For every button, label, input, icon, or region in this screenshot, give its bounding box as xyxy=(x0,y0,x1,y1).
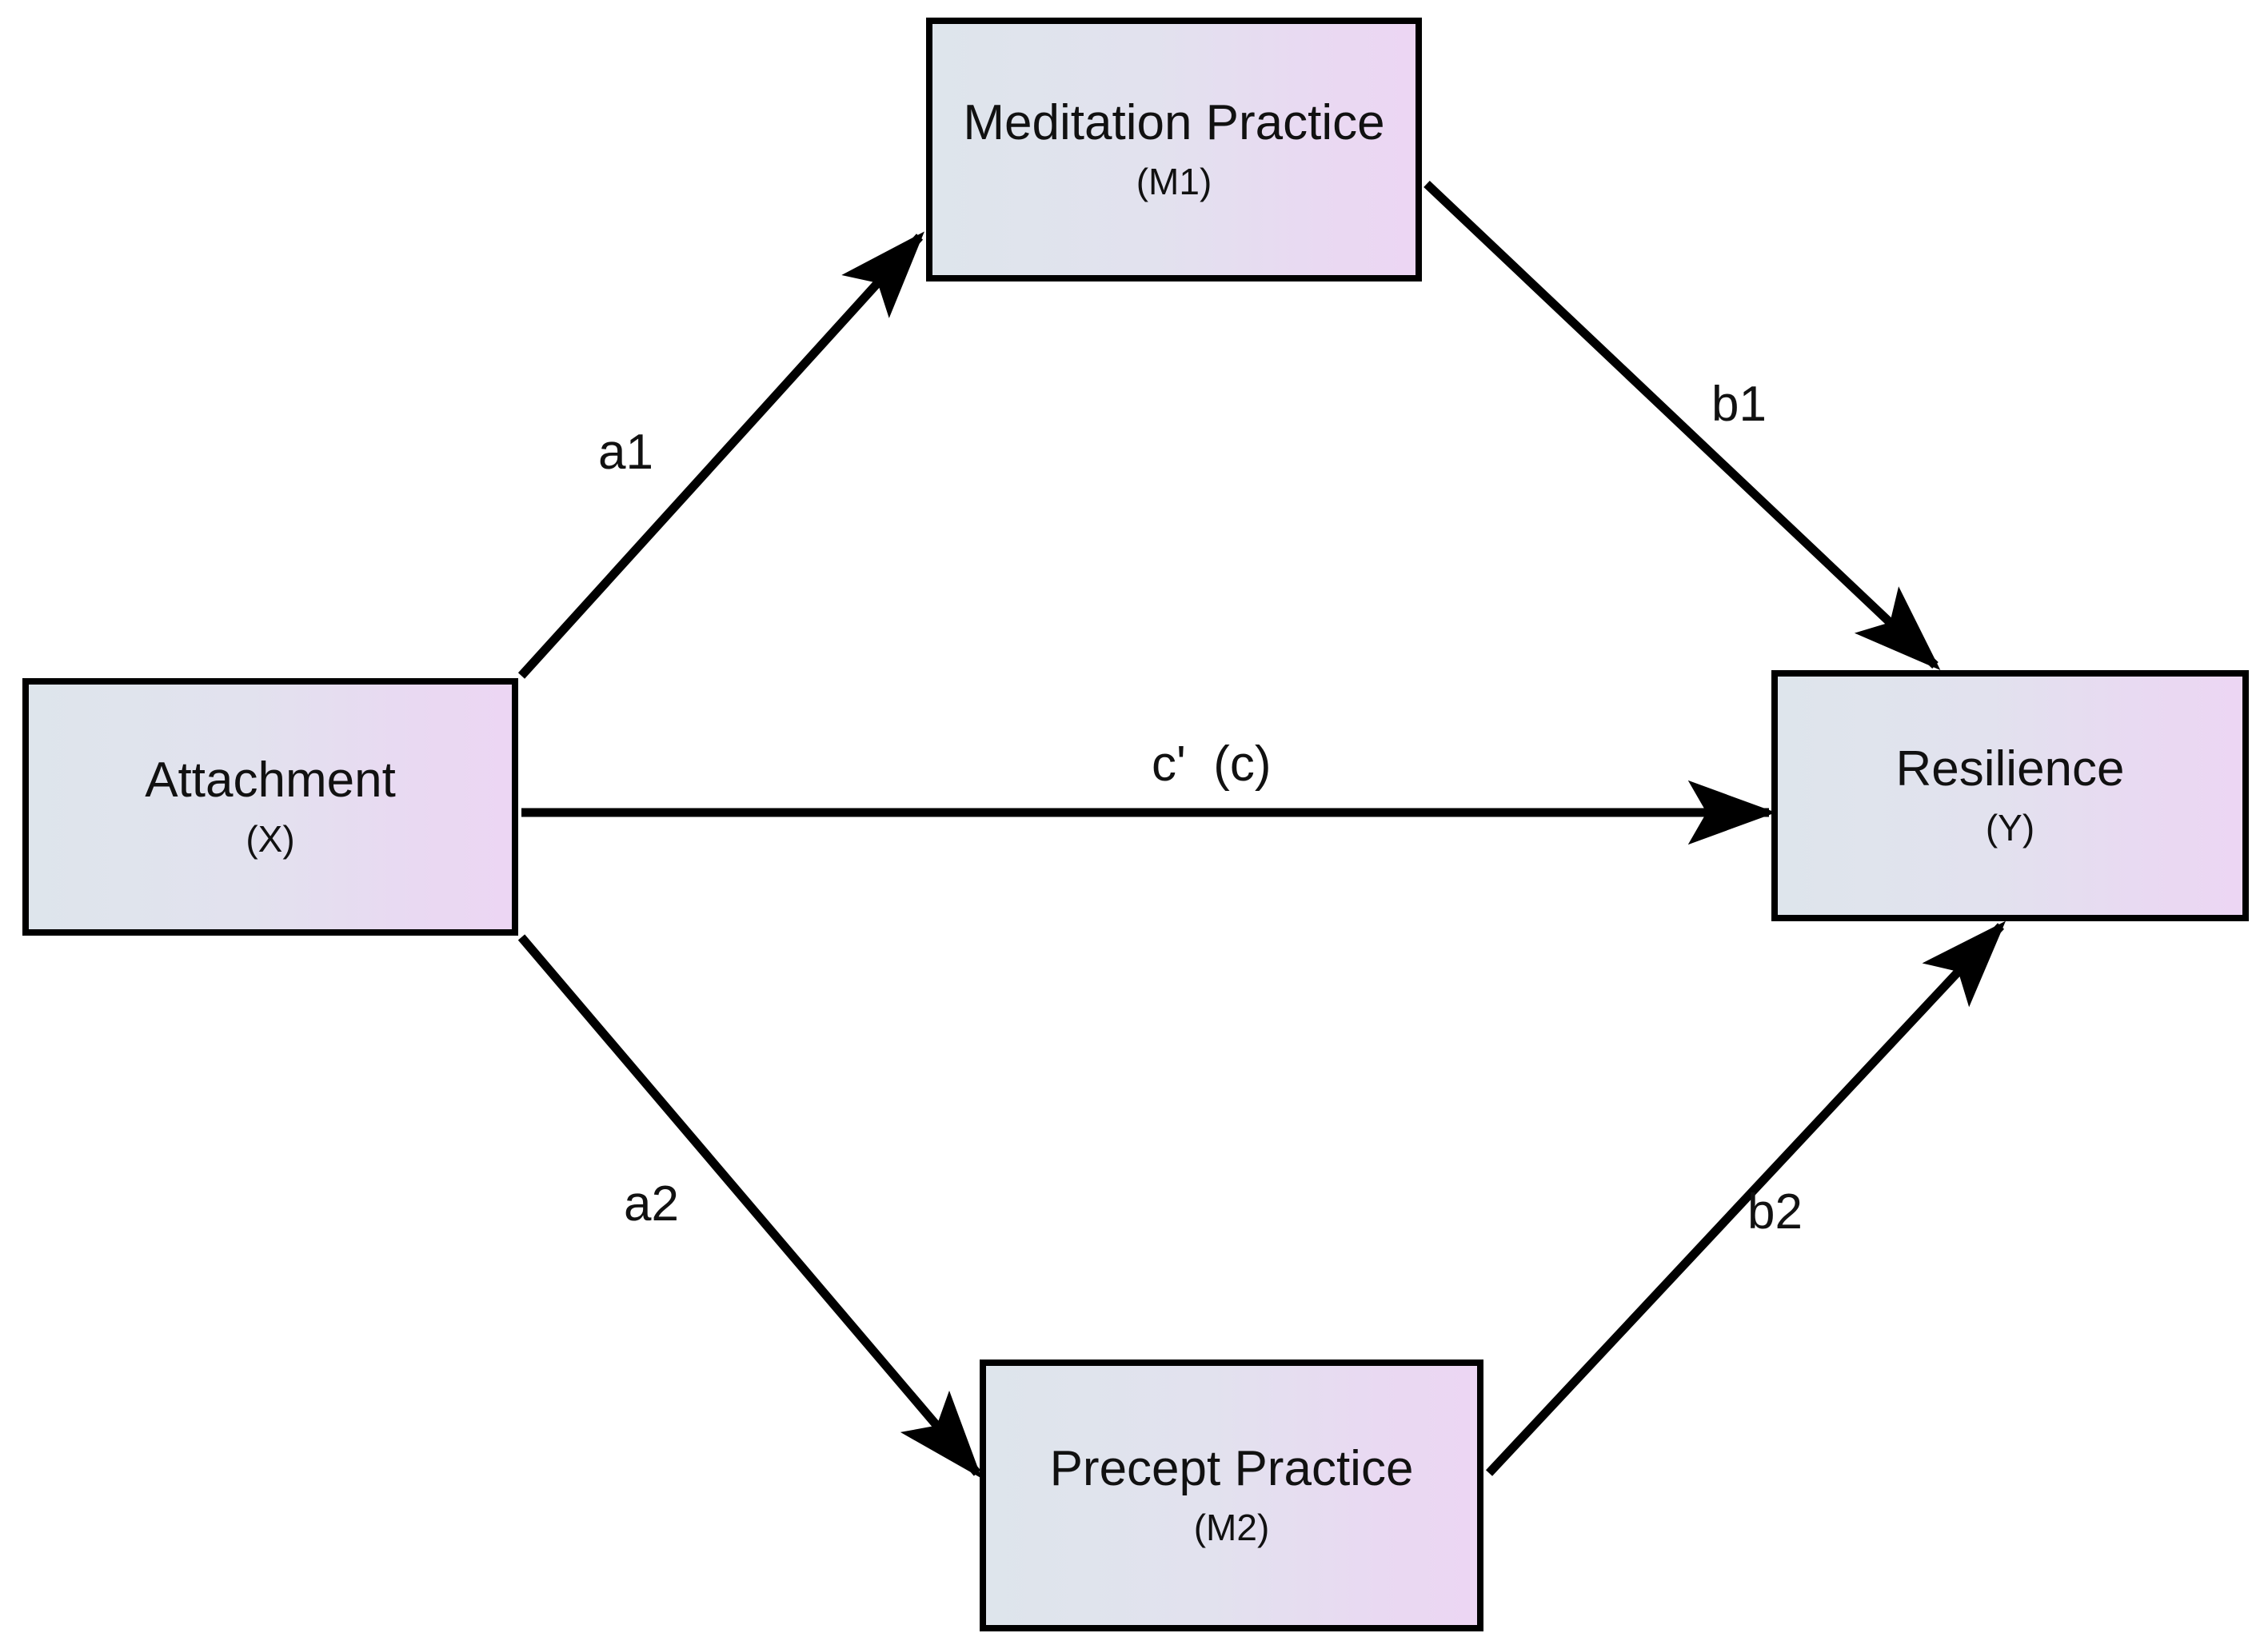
outcome-node[interactable]: Resilience (Y) xyxy=(1771,670,2249,921)
mediator-two-node-subtitle: (M2) xyxy=(1193,1507,1270,1549)
outcome-node-title: Resilience xyxy=(1895,741,2125,797)
path-label-a1: a1 xyxy=(598,425,653,480)
mediator-one-node-subtitle: (M1) xyxy=(1136,161,1212,203)
predictor-node-subtitle: (X) xyxy=(246,818,295,860)
arrow-b1 xyxy=(1423,181,1941,671)
path-label-b2: b2 xyxy=(1747,1184,1803,1240)
mediator-one-node-title: Meditation Practice xyxy=(963,95,1385,151)
predictor-node-title: Attachment xyxy=(145,753,396,809)
path-label-b1: b1 xyxy=(1711,377,1767,432)
arrow-b2 xyxy=(1485,920,2006,1476)
mediator-two-node-title: Precept Practice xyxy=(1049,1441,1414,1497)
arrow-a1 xyxy=(517,231,924,679)
mediator-two-node[interactable]: Precept Practice (M2) xyxy=(980,1360,1483,1631)
predictor-node[interactable]: Attachment (X) xyxy=(22,678,518,936)
path-label-a2: a2 xyxy=(624,1176,679,1232)
arrow-a2 xyxy=(517,934,982,1479)
path-label-c-prime: c' (c) xyxy=(1152,737,1272,792)
mediator-one-node[interactable]: Meditation Practice (M1) xyxy=(926,18,1422,281)
outcome-node-subtitle: (Y) xyxy=(1985,807,2035,849)
